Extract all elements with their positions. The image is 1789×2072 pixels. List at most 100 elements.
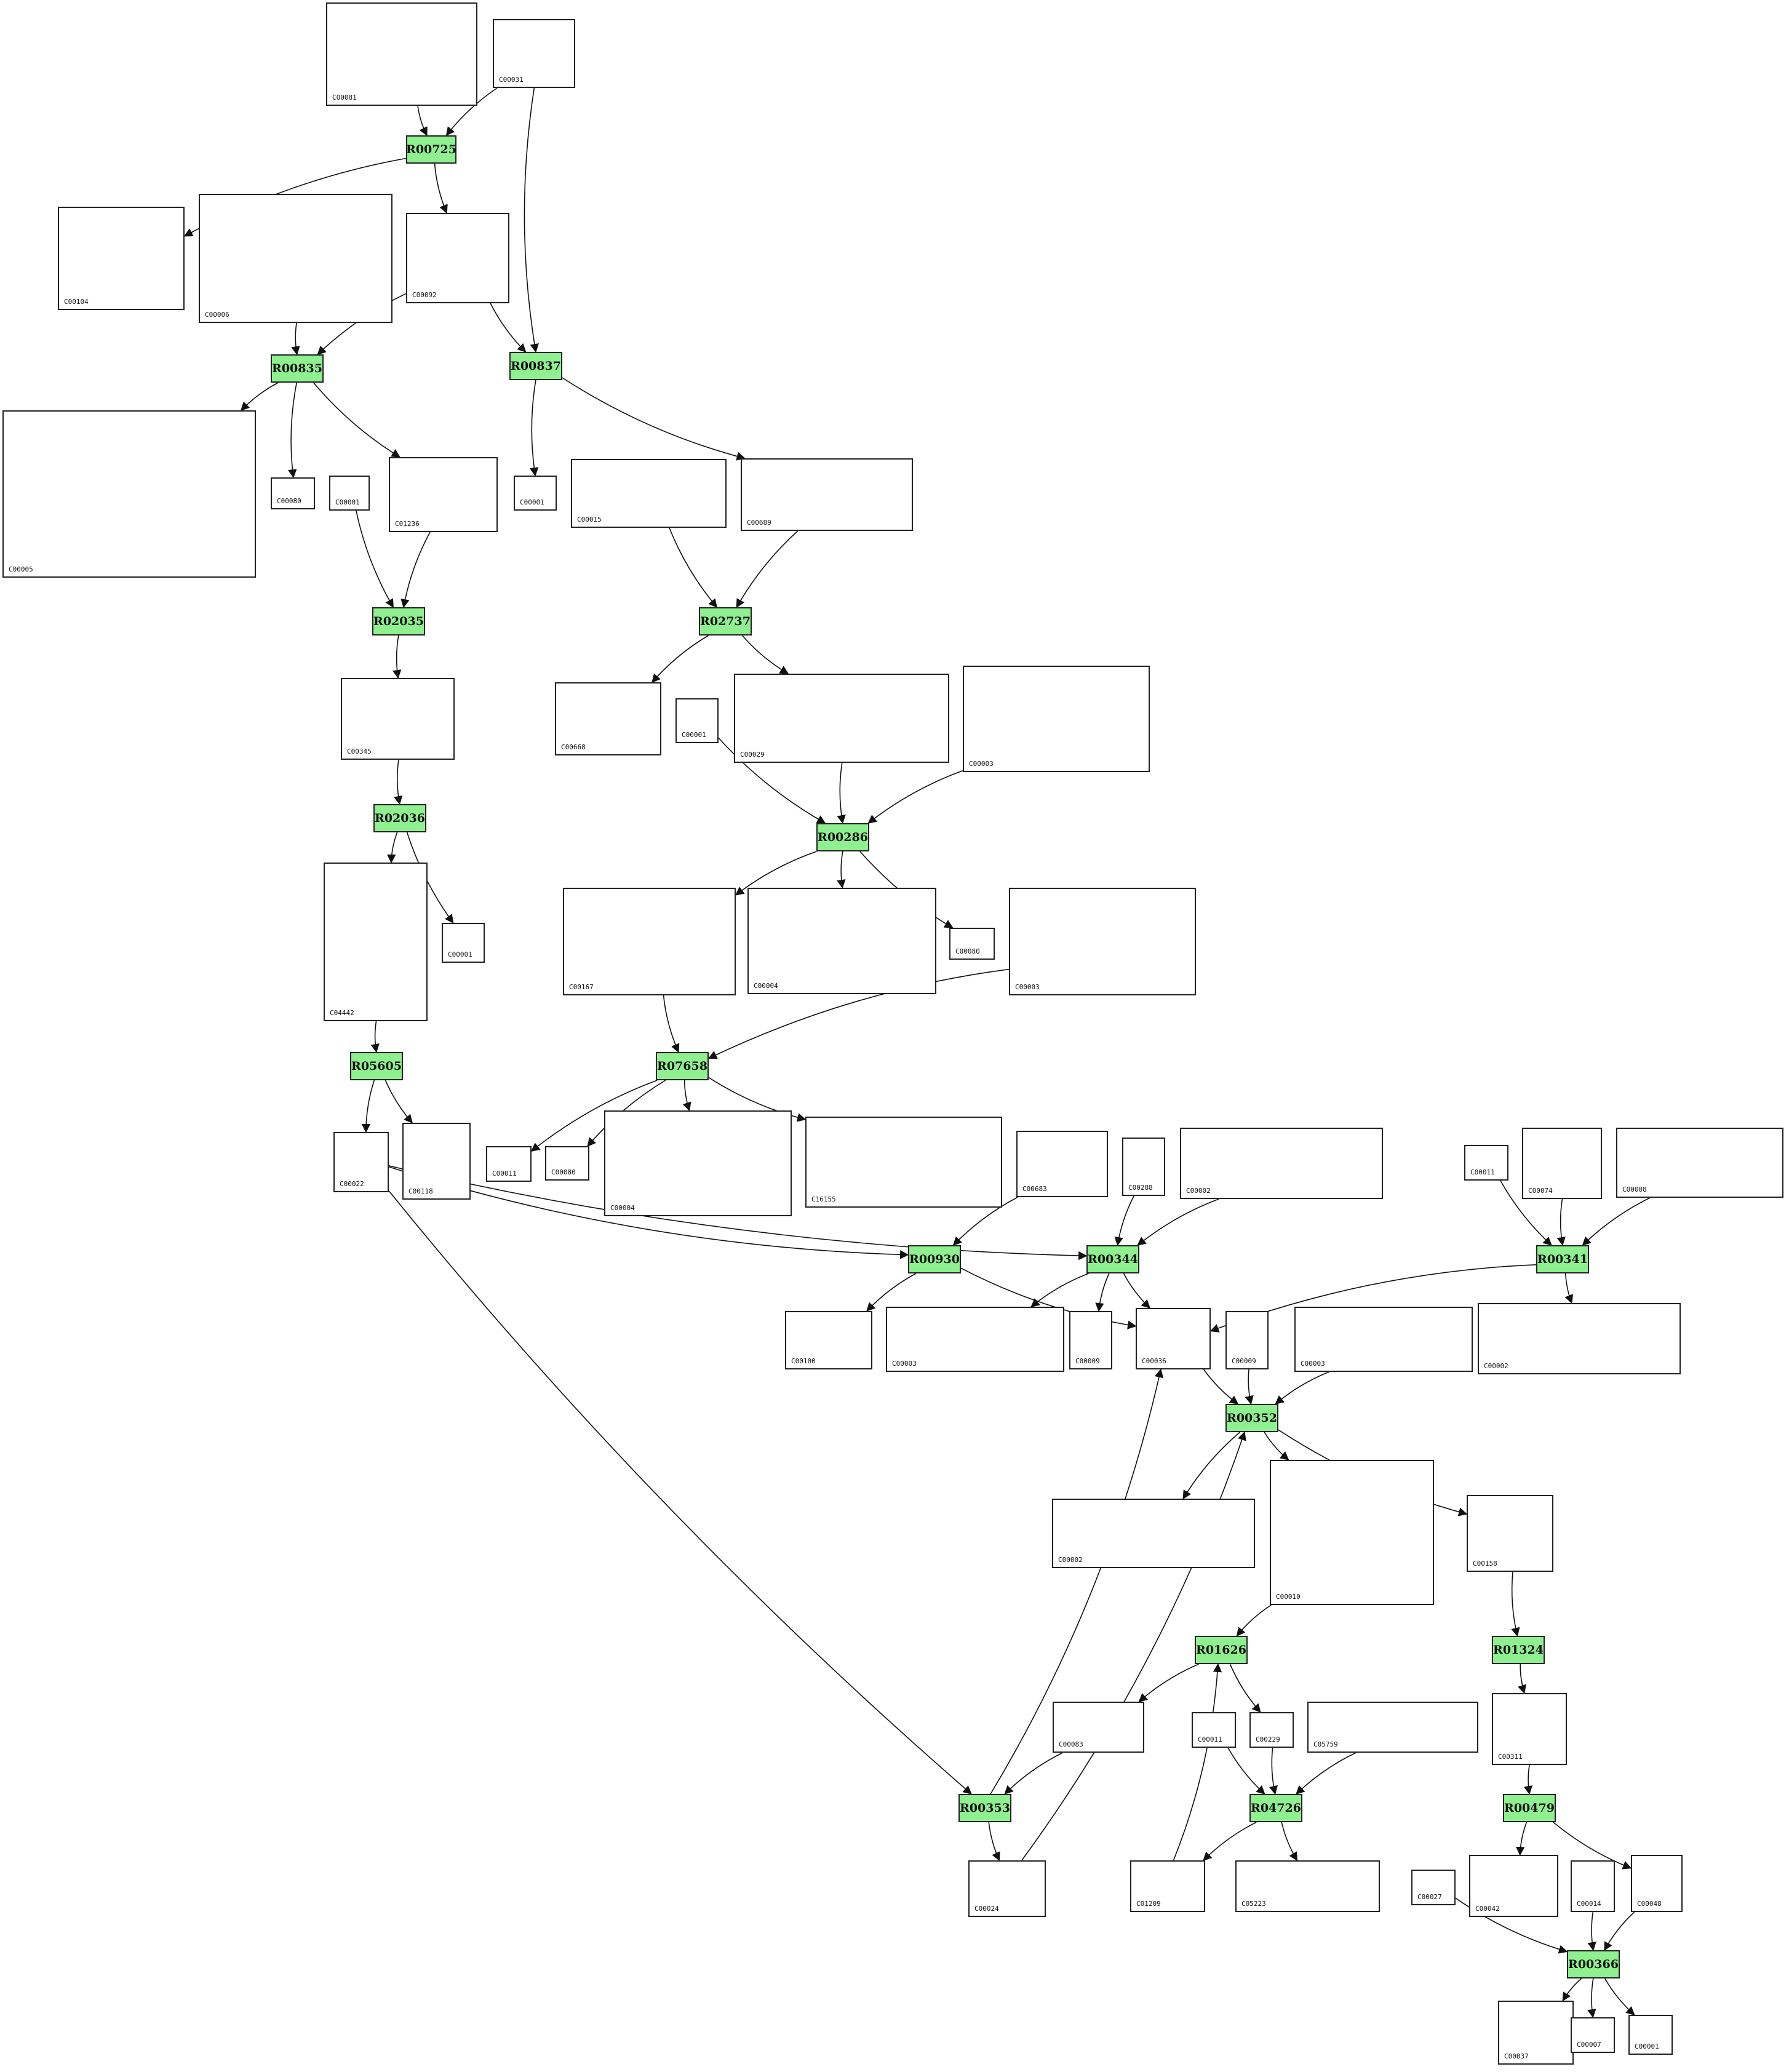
compound-box[interactable]: C00080 <box>271 477 315 509</box>
compound-box[interactable]: C05223 <box>1235 1860 1380 1912</box>
compound-box[interactable]: C00022 <box>333 1132 389 1192</box>
compound-box[interactable]: C00008 <box>1616 1128 1783 1198</box>
reaction-node[interactable]: R00352 <box>1225 1404 1278 1432</box>
compound-box[interactable]: C00006 <box>199 194 392 323</box>
reaction-node[interactable]: R00835 <box>271 354 324 383</box>
pathway-edge <box>530 1080 658 1152</box>
compound-box[interactable]: C00036 <box>1136 1308 1211 1369</box>
reaction-node[interactable]: R02035 <box>372 607 425 636</box>
compound-box[interactable]: C00029 <box>734 674 949 763</box>
reaction-node[interactable]: R05605 <box>350 1052 403 1080</box>
reaction-node[interactable]: R00930 <box>908 1245 961 1273</box>
compound-box[interactable]: C00001 <box>675 698 719 743</box>
compound-box[interactable]: C00009 <box>1225 1311 1269 1369</box>
compound-box[interactable]: C00167 <box>563 888 736 995</box>
pathway-edge <box>1030 1273 1089 1307</box>
compound-box[interactable]: C00001 <box>514 476 557 511</box>
compound-box[interactable]: C00104 <box>58 207 185 310</box>
pathway-edge <box>1587 1911 1596 1951</box>
reaction-node[interactable]: R02036 <box>373 804 426 832</box>
compound-box[interactable]: C00001 <box>329 476 370 511</box>
compound-id-label: C00002 <box>1058 1556 1083 1564</box>
reaction-node[interactable]: R04726 <box>1249 1794 1302 1822</box>
compound-box[interactable]: C00003 <box>886 1307 1064 1372</box>
compound-box[interactable]: C00092 <box>406 213 509 303</box>
reaction-node[interactable]: R00366 <box>1567 1950 1620 1978</box>
pathway-edge <box>1095 1273 1110 1312</box>
compound-box[interactable]: C00003 <box>963 666 1150 772</box>
compound-box[interactable]: C00011 <box>1192 1712 1236 1748</box>
compound-box[interactable]: C00002 <box>1478 1303 1681 1374</box>
pathway-edge <box>1582 1197 1651 1246</box>
compound-box[interactable]: C00080 <box>949 928 995 960</box>
pathway-edge <box>867 770 963 824</box>
compound-box[interactable]: C04442 <box>324 863 428 1021</box>
compound-box[interactable]: C00002 <box>1052 1499 1255 1568</box>
reaction-id-label: R00366 <box>1568 1958 1619 1971</box>
compound-box[interactable]: C00083 <box>1053 1702 1144 1753</box>
pathway-edge <box>356 510 394 608</box>
compound-box[interactable]: C00288 <box>1122 1138 1165 1196</box>
reaction-node[interactable]: R00286 <box>816 823 869 851</box>
pathway-edge <box>530 380 539 477</box>
compound-box[interactable]: C00683 <box>1016 1131 1108 1197</box>
compound-box[interactable]: C00011 <box>486 1146 532 1182</box>
compound-box[interactable]: C00005 <box>2 410 256 578</box>
compound-box[interactable]: C00002 <box>1180 1128 1383 1199</box>
compound-box[interactable]: C00074 <box>1522 1128 1602 1199</box>
compound-box[interactable]: C00003 <box>1009 888 1196 995</box>
compound-id-label: C00118 <box>408 1187 433 1195</box>
reaction-node[interactable]: R00341 <box>1536 1245 1589 1273</box>
reaction-node[interactable]: R01324 <box>1492 1636 1545 1664</box>
compound-box[interactable]: C00001 <box>442 923 485 963</box>
compound-box[interactable]: C00229 <box>1249 1712 1294 1748</box>
compound-id-label: C00009 <box>1075 1357 1100 1365</box>
compound-box[interactable]: C16155 <box>805 1117 1002 1208</box>
compound-box[interactable]: C01209 <box>1130 1860 1205 1912</box>
compound-box[interactable]: C00118 <box>402 1123 471 1200</box>
compound-box[interactable]: C00311 <box>1492 1693 1567 1765</box>
compound-id-label: C00002 <box>1484 1362 1508 1370</box>
compound-box[interactable]: C00689 <box>741 458 913 531</box>
compound-box[interactable]: C00048 <box>1631 1855 1683 1912</box>
pathway-edge <box>663 995 680 1053</box>
compound-box[interactable]: C00080 <box>545 1146 589 1181</box>
compound-box[interactable]: C00003 <box>1294 1307 1473 1372</box>
compound-box[interactable]: C05759 <box>1307 1702 1478 1753</box>
compound-box[interactable]: C00027 <box>1411 1870 1456 1905</box>
compound-box[interactable]: C00042 <box>1469 1855 1558 1917</box>
compound-box[interactable]: C00011 <box>1464 1145 1508 1181</box>
reaction-node[interactable]: R00344 <box>1086 1245 1139 1273</box>
compound-box[interactable]: C00100 <box>785 1311 872 1369</box>
compound-box[interactable]: C00037 <box>1498 2001 1574 2065</box>
compound-id-label: C00024 <box>974 1905 999 1913</box>
reaction-node[interactable]: R07658 <box>656 1052 709 1080</box>
pathway-edge <box>1604 1978 1635 2015</box>
compound-box[interactable]: C00081 <box>326 2 477 106</box>
compound-box[interactable]: C01236 <box>389 457 498 532</box>
reaction-node[interactable]: R01626 <box>1195 1636 1248 1664</box>
compound-box[interactable]: C00001 <box>1628 2015 1673 2055</box>
pathway-edge <box>1269 1747 1278 1795</box>
compound-box[interactable]: C00004 <box>747 888 936 994</box>
pathway-edge <box>291 322 300 356</box>
compound-box[interactable]: C00015 <box>571 459 727 528</box>
compound-box[interactable]: C00009 <box>1069 1311 1112 1369</box>
reaction-node[interactable]: R00837 <box>509 352 562 380</box>
compound-box[interactable]: C00158 <box>1467 1495 1553 1572</box>
reaction-node[interactable]: R00479 <box>1503 1794 1556 1822</box>
compound-id-label: C00009 <box>1232 1357 1256 1365</box>
compound-box[interactable]: C00031 <box>493 19 575 88</box>
pathway-edge <box>682 1080 691 1112</box>
reaction-node[interactable]: R02737 <box>699 607 752 636</box>
reaction-node[interactable]: R00353 <box>958 1794 1011 1822</box>
compound-box[interactable]: C00004 <box>604 1110 792 1216</box>
compound-box[interactable]: C00010 <box>1270 1460 1434 1605</box>
compound-box[interactable]: C00668 <box>555 682 661 755</box>
compound-box[interactable]: C00007 <box>1571 2017 1615 2053</box>
compound-box[interactable]: C00345 <box>341 678 455 760</box>
compound-box[interactable]: C00024 <box>968 1860 1046 1917</box>
pathway-edge <box>388 1165 1088 1261</box>
reaction-node[interactable]: R00725 <box>406 135 456 164</box>
compound-box[interactable]: C00014 <box>1571 1860 1615 1912</box>
